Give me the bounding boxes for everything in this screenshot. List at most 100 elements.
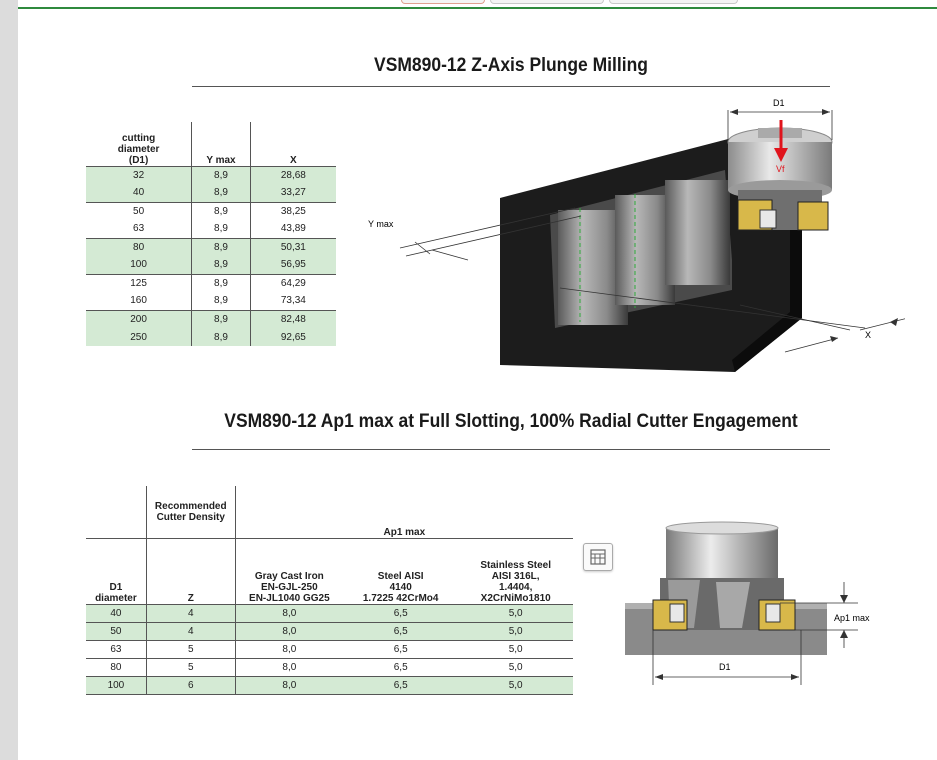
table-cell: 6 bbox=[145, 676, 236, 694]
header-gray-cast-iron: Gray Cast Iron EN-GJL-250 EN-JL1040 GG25 bbox=[234, 538, 344, 604]
table-cell: 8,9 bbox=[191, 166, 251, 184]
table-cell: 8,9 bbox=[191, 328, 251, 346]
table-cell: 5,0 bbox=[458, 676, 573, 694]
table-cell: 200 bbox=[86, 310, 192, 328]
table-cell: 8,0 bbox=[234, 640, 344, 658]
table-cell: 50,31 bbox=[249, 238, 336, 256]
table-cell: 100 bbox=[86, 676, 147, 694]
table-cell: 8,9 bbox=[191, 310, 251, 328]
ymax-label: Y max bbox=[368, 219, 394, 229]
table-cell: 64,29 bbox=[249, 274, 336, 292]
x-label: X bbox=[865, 330, 871, 340]
title-rule bbox=[192, 449, 830, 450]
header-steel: Steel AISI 4140 1.7225 42CrMo4 bbox=[362, 570, 439, 604]
table-cell: 50 bbox=[133, 205, 145, 217]
top-toolbar-border bbox=[18, 0, 937, 9]
table-cell: 6,5 bbox=[343, 676, 459, 694]
table-cell: 6,5 bbox=[393, 661, 408, 673]
table-cell: 5,0 bbox=[458, 622, 573, 640]
plunge-pocket bbox=[665, 180, 730, 285]
table-cell: 8,0 bbox=[234, 658, 344, 676]
plunge-milling-diagram: Vf D1 Y max X bbox=[368, 98, 905, 372]
toolbar-button[interactable] bbox=[401, 0, 485, 4]
table-cell: 8,9 bbox=[191, 256, 251, 274]
table-cell: 43,89 bbox=[249, 220, 336, 238]
header-stainless: Stainless Steel AISI 316L, 1.4404, X2CrN… bbox=[480, 559, 551, 604]
header-y-max: Y max bbox=[191, 122, 251, 166]
table-cell: 38,25 bbox=[249, 202, 336, 220]
table-cell: 80 bbox=[110, 661, 122, 673]
table-cell: 40 bbox=[86, 604, 147, 622]
table-cell: 4 bbox=[145, 622, 236, 640]
toolbar-button[interactable] bbox=[609, 0, 738, 4]
table-cell: 33,27 bbox=[249, 184, 336, 202]
table-cell: 6,5 bbox=[393, 643, 408, 655]
table-grid-icon[interactable] bbox=[583, 543, 613, 571]
toolbar-button[interactable] bbox=[490, 0, 604, 4]
vf-label: Vf bbox=[776, 164, 785, 174]
table-cell: 5,0 bbox=[458, 604, 573, 622]
header-d1-diameter: D1 diameter bbox=[95, 581, 137, 604]
table-cell: 6,5 bbox=[343, 622, 459, 640]
table-cell: 5 bbox=[145, 640, 236, 658]
table-cell: 250 bbox=[86, 328, 192, 346]
header-z: Z bbox=[145, 538, 236, 604]
table-cell: 8,9 bbox=[191, 238, 251, 256]
table-cell: 100 bbox=[86, 256, 192, 274]
table-cell: 160 bbox=[130, 295, 147, 307]
table-cell: 8,9 bbox=[191, 292, 251, 310]
table-cell: 5,0 bbox=[508, 661, 523, 673]
table-cell: 50 bbox=[86, 622, 147, 640]
slotting-table: Recommended Cutter Density Ap1 max D1 di… bbox=[86, 486, 573, 695]
table-cell: 73,34 bbox=[249, 292, 336, 310]
slotting-diagram: Ap1 max D1 bbox=[625, 521, 870, 685]
table-cell: 8,0 bbox=[234, 676, 344, 694]
header-cutting-diameter: cutting diameter (D1) bbox=[117, 132, 160, 166]
table-cell: 8,0 bbox=[234, 622, 344, 640]
insert bbox=[797, 201, 829, 231]
table-cell: 8,9 bbox=[191, 202, 251, 220]
table-cell: 125 bbox=[130, 277, 147, 289]
table-cell: 82,48 bbox=[249, 310, 336, 328]
table-cell: 5 bbox=[145, 658, 236, 676]
table-cell: 32 bbox=[86, 166, 192, 184]
ap1-label: Ap1 max bbox=[834, 613, 870, 623]
table-cell: 56,95 bbox=[249, 256, 336, 274]
left-scroll-gutter bbox=[0, 0, 18, 760]
d1-label: D1 bbox=[773, 98, 785, 108]
table-cell: 40 bbox=[86, 184, 192, 202]
d1-label: D1 bbox=[719, 662, 731, 672]
table-cell: 92,65 bbox=[249, 328, 336, 346]
table-cell: 8,9 bbox=[191, 274, 251, 292]
milling-cutter bbox=[666, 528, 778, 578]
section-title-full-slotting: VSM890-12 Ap1 max at Full Slotting, 100%… bbox=[224, 411, 798, 432]
header-ap1-max: Ap1 max bbox=[234, 486, 573, 539]
header-x: X bbox=[249, 122, 336, 166]
header-blank bbox=[86, 486, 147, 539]
title-rule bbox=[192, 86, 830, 87]
table-cell: 4 bbox=[145, 604, 236, 622]
table-cell: 80 bbox=[86, 238, 192, 256]
table-cell: 28,68 bbox=[249, 166, 336, 184]
table-cell: 8,0 bbox=[234, 604, 344, 622]
header-recommended-density: Recommended Cutter Density bbox=[145, 486, 236, 539]
table-cell: 8,9 bbox=[191, 184, 251, 202]
table-cell: 8,9 bbox=[191, 220, 251, 238]
table-cell: 63 bbox=[133, 223, 145, 235]
section-title-plunge-milling: VSM890-12 Z-Axis Plunge Milling bbox=[374, 55, 648, 76]
table-cell: 6,5 bbox=[343, 604, 459, 622]
